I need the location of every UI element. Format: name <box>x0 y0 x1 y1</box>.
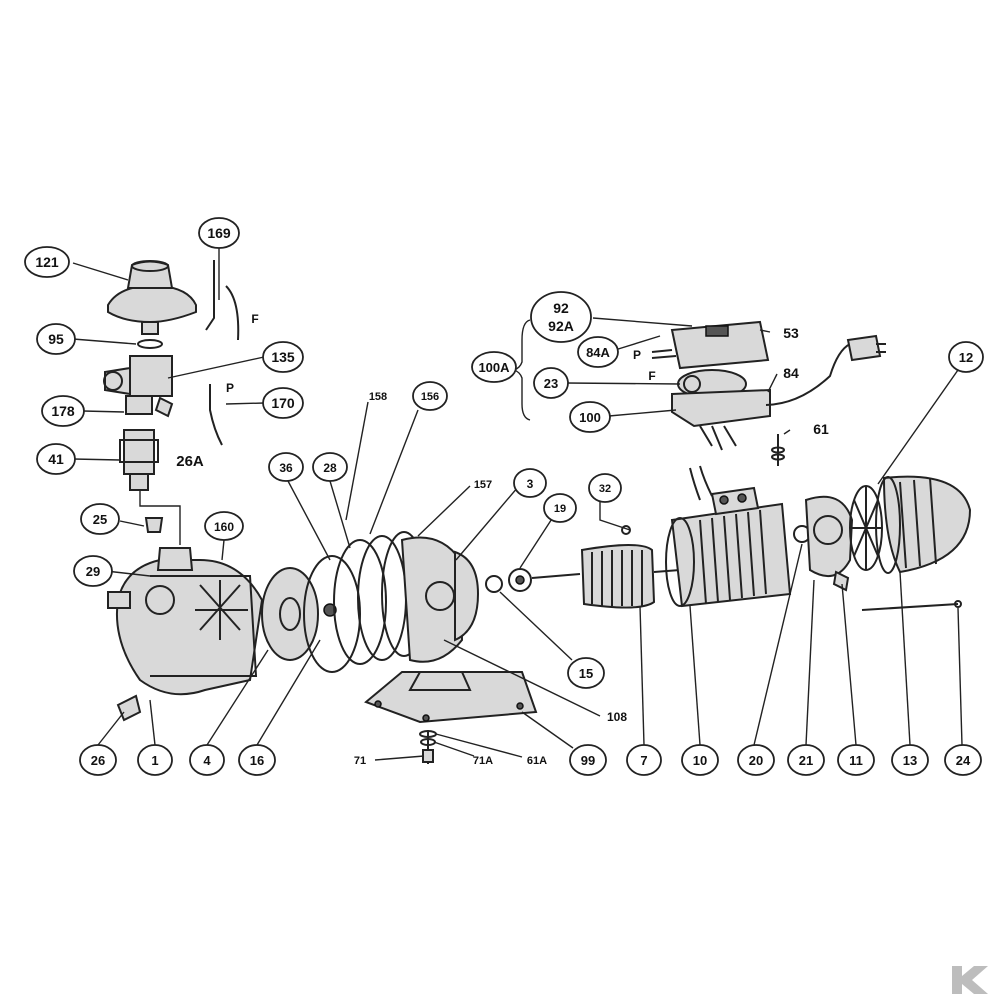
svg-text:32: 32 <box>599 483 611 495</box>
part-callouts: 121 169 95 135 178 170 41 25 160 29 26 1… <box>24 217 984 776</box>
callout-170: 170 <box>262 387 304 419</box>
base-plate <box>364 671 538 764</box>
callout-3: 3 <box>513 468 547 498</box>
svg-text:92: 92 <box>553 300 569 316</box>
fan-and-cover <box>804 475 972 611</box>
label-26a: 26A <box>176 453 204 470</box>
callout-135: 135 <box>262 341 304 373</box>
leader-lines <box>72 247 963 761</box>
callout-41: 41 <box>36 443 76 475</box>
svg-text:12: 12 <box>959 350 973 365</box>
svg-text:4: 4 <box>203 753 211 768</box>
callout-23: 23 <box>533 367 569 399</box>
svg-text:26: 26 <box>91 753 105 768</box>
label-71: 71 <box>354 755 366 767</box>
svg-text:7: 7 <box>640 753 647 768</box>
callout-12: 12 <box>948 341 984 373</box>
svg-text:178: 178 <box>51 403 75 419</box>
svg-text:100: 100 <box>579 410 601 425</box>
callout-20: 20 <box>737 744 775 776</box>
svg-text:36: 36 <box>279 461 293 475</box>
callout-84: 84 <box>783 365 799 381</box>
svg-text:11: 11 <box>849 753 863 768</box>
svg-text:99: 99 <box>581 753 595 768</box>
callout-15: 15 <box>567 657 605 689</box>
svg-text:28: 28 <box>323 461 337 475</box>
shaft-and-bearings <box>485 525 681 609</box>
callout-160: 160 <box>204 511 244 541</box>
pump-casing <box>107 517 480 722</box>
svg-text:156: 156 <box>421 391 439 403</box>
svg-text:135: 135 <box>271 349 295 365</box>
callout-32: 32 <box>588 473 622 503</box>
callout-108: 108 <box>607 710 627 724</box>
callout-95: 95 <box>36 323 76 355</box>
callout-24: 24 <box>944 744 982 776</box>
svg-text:84A: 84A <box>586 345 610 360</box>
callout-36: 36 <box>268 452 304 482</box>
svg-text:1: 1 <box>151 753 158 768</box>
callout-157: 157 <box>474 479 492 491</box>
label-61a: 61A <box>527 755 547 767</box>
svg-text:121: 121 <box>35 254 59 270</box>
callout-11: 11 <box>837 744 875 776</box>
svg-text:170: 170 <box>271 395 295 411</box>
label-p-terminal: P <box>633 348 641 362</box>
svg-text:92A: 92A <box>548 318 574 334</box>
svg-text:169: 169 <box>207 225 231 241</box>
callout-1: 1 <box>137 744 173 776</box>
svg-text:29: 29 <box>86 564 100 579</box>
label-f-switch: F <box>251 312 258 326</box>
callout-169: 169 <box>198 217 240 249</box>
callout-100A: 100A <box>471 351 517 383</box>
callout-92-92A: 92 92A <box>530 291 592 343</box>
label-f-terminal: F <box>648 369 655 383</box>
svg-text:21: 21 <box>799 753 813 768</box>
svg-text:13: 13 <box>903 753 917 768</box>
svg-text:41: 41 <box>48 451 64 467</box>
svg-text:23: 23 <box>544 376 558 391</box>
callout-28: 28 <box>312 452 348 482</box>
label-71a: 71A <box>473 755 493 767</box>
svg-text:3: 3 <box>527 477 534 491</box>
svg-text:20: 20 <box>749 753 763 768</box>
label-p-switch: P <box>226 381 234 395</box>
motor-stator <box>665 465 811 608</box>
callout-99: 99 <box>569 744 607 776</box>
callout-29: 29 <box>73 555 113 587</box>
svg-text:10: 10 <box>693 753 707 768</box>
callout-10: 10 <box>681 744 719 776</box>
callout-100: 100 <box>569 401 611 433</box>
pressure-switch-assembly <box>103 260 240 545</box>
callout-16: 16 <box>238 744 276 776</box>
callout-13: 13 <box>891 744 929 776</box>
svg-text:25: 25 <box>93 512 107 527</box>
svg-text:95: 95 <box>48 331 64 347</box>
svg-text:160: 160 <box>214 520 234 534</box>
svg-text:100A: 100A <box>478 360 510 375</box>
callout-19: 19 <box>543 493 577 523</box>
callout-121: 121 <box>24 246 70 278</box>
callout-4: 4 <box>189 744 225 776</box>
free-labels: F P 26A P F 71 71A 61A <box>176 312 655 767</box>
callout-21: 21 <box>787 744 825 776</box>
svg-text:19: 19 <box>554 503 566 515</box>
callout-53: 53 <box>783 325 799 341</box>
callout-178: 178 <box>41 395 85 427</box>
svg-text:15: 15 <box>579 666 593 681</box>
corner-logo <box>952 966 988 994</box>
callout-84A: 84A <box>577 336 619 368</box>
callout-156: 156 <box>412 381 448 411</box>
svg-text:24: 24 <box>956 753 971 768</box>
callout-26: 26 <box>79 744 117 776</box>
terminal-box <box>511 319 886 466</box>
callout-25: 25 <box>80 503 120 535</box>
callout-61: 61 <box>813 421 829 437</box>
callout-158: 158 <box>369 391 387 403</box>
svg-text:16: 16 <box>250 753 264 768</box>
callout-7: 7 <box>626 744 662 776</box>
